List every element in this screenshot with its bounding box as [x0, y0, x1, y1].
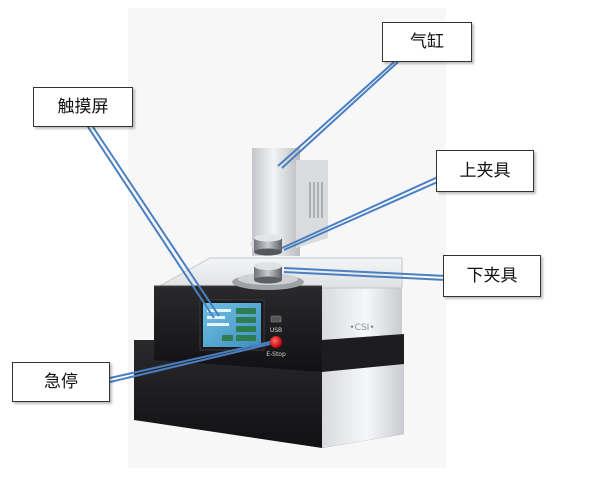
leader-upper-clamp [281, 175, 441, 249]
label-upper-clamp: 上夹具 [436, 150, 534, 192]
usb-port [270, 315, 282, 323]
leader-touchscreen [87, 126, 215, 319]
usb-label: USB [270, 327, 282, 334]
cylinder-side-housing [296, 160, 328, 248]
estop-label: E-Stop [266, 351, 286, 358]
emergency-stop-button [270, 336, 282, 348]
screen-readouts [207, 309, 231, 326]
label-cylinder: 气缸 [382, 22, 472, 62]
leader-lower-clamp [283, 267, 447, 277]
label-emergency-stop: 急停 [12, 362, 110, 402]
lower-clamp [254, 266, 282, 280]
vent-slots [309, 182, 323, 218]
leader-emergency-stop [109, 341, 271, 379]
label-touchscreen: 触摸屏 [33, 87, 133, 127]
upper-clamp [254, 238, 282, 252]
brand-mark: •CSI• [349, 323, 374, 333]
base-foot-side [322, 364, 404, 448]
screen-buttons [222, 308, 256, 341]
leader-lines [87, 61, 447, 383]
label-lower-clamp: 下夹具 [443, 255, 541, 297]
leader-cylinder [277, 61, 395, 167]
